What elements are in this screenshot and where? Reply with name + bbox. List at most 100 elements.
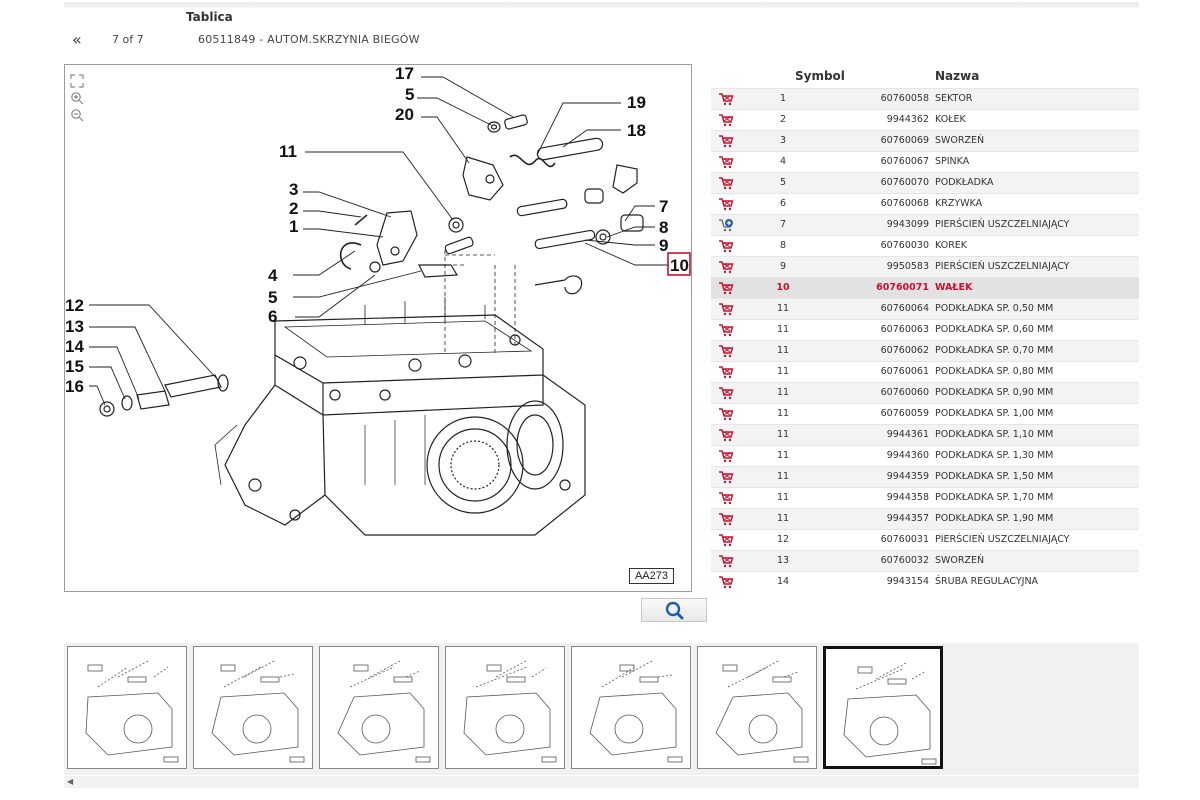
add-to-cart-icon[interactable] [718,470,734,484]
add-to-cart-icon[interactable] [718,386,734,400]
row-position: 11 [776,345,790,356]
row-symbol: 60760067 [880,156,929,167]
thumbnail-7[interactable] [823,646,943,769]
add-to-cart-icon[interactable] [718,365,734,379]
row-name: PODKŁADKA [935,177,994,188]
row-position: 5 [779,177,787,188]
column-symbol[interactable]: Symbol [795,69,845,83]
add-to-cart-icon[interactable] [718,323,734,337]
horizontal-scrollbar[interactable]: ◀ [64,776,1139,788]
scroll-left-icon[interactable]: ◀ [67,777,74,786]
add-to-cart-icon[interactable] [718,260,734,274]
callout-14: 14 [65,337,84,356]
row-position: 11 [776,429,790,440]
row-position: 9 [779,261,787,272]
thumbnail-5[interactable] [571,646,691,769]
add-to-cart-icon[interactable] [718,512,734,526]
add-to-cart-plus-icon[interactable] [718,218,734,232]
row-name: WAŁEK [935,282,973,293]
thumbnail-1[interactable] [67,646,187,769]
row-name: PODKŁADKA SP. 1,90 MM [935,513,1054,524]
add-to-cart-icon[interactable] [718,554,734,568]
row-name: ŚRUBA REGULACYJNA [935,576,1039,587]
row-symbol: 60760032 [880,555,929,566]
row-position: 1 [779,93,787,104]
add-to-cart-icon[interactable] [718,533,734,547]
callout-6: 6 [268,307,277,326]
add-to-cart-icon[interactable] [718,344,734,358]
callout-15: 15 [65,357,84,376]
callout-5b: 5 [268,288,277,307]
back-button[interactable]: « [72,30,82,49]
fit-icon[interactable] [70,74,84,88]
row-name: PODKŁADKA SP. 1,70 MM [935,492,1054,503]
add-to-cart-icon[interactable] [718,281,734,295]
add-to-cart-icon[interactable] [718,134,734,148]
row-position: 11 [776,513,790,524]
row-position: 11 [776,450,790,461]
diagram-code: AA273 [628,568,674,584]
add-to-cart-icon[interactable] [718,197,734,211]
add-to-cart-icon[interactable] [718,155,734,169]
zoom-in-icon[interactable] [70,91,84,105]
thumbnail-strip [64,643,1139,775]
row-position: 11 [776,408,790,419]
thumbnail-drawing [843,662,937,765]
add-to-cart-icon[interactable] [718,113,734,127]
row-symbol: 60760069 [880,135,929,146]
callout-17: 17 [395,65,414,83]
row-position: 4 [779,156,787,167]
callout-9: 9 [659,236,668,255]
add-to-cart-icon[interactable] [718,407,734,421]
thumbnail-2[interactable] [193,646,313,769]
zoom-out-icon[interactable] [70,108,84,122]
thumbnail-drawing [589,660,683,763]
row-symbol: 60760061 [880,366,929,377]
add-to-cart-icon[interactable] [718,575,734,589]
table-row[interactable]: 5 60760070 PODKŁADKA [711,172,1139,193]
add-to-cart-icon[interactable] [718,449,734,463]
thumbnail-3[interactable] [319,646,439,769]
add-to-cart-icon[interactable] [718,302,734,316]
row-position: 8 [779,240,787,251]
add-to-cart-icon[interactable] [718,428,734,442]
row-symbol: 60760070 [880,177,929,188]
selected-callout-box [667,252,691,276]
add-to-cart-icon[interactable] [718,491,734,505]
add-to-cart-icon[interactable] [718,92,734,106]
add-to-cart-icon[interactable] [718,176,734,190]
search-button[interactable] [641,598,707,622]
thumbnail-4[interactable] [445,646,565,769]
column-name[interactable]: Nazwa [935,69,980,83]
row-name: KOŁEK [935,114,966,125]
exploded-diagram[interactable]: 17 5 20 19 18 11 3 2 1 7 8 9 10 4 5 6 12… [64,64,692,592]
thumbnail-6[interactable] [697,646,817,769]
thumbnail-drawing [211,660,305,763]
callout-10: 10 [670,256,689,275]
add-to-cart-icon[interactable] [718,239,734,253]
